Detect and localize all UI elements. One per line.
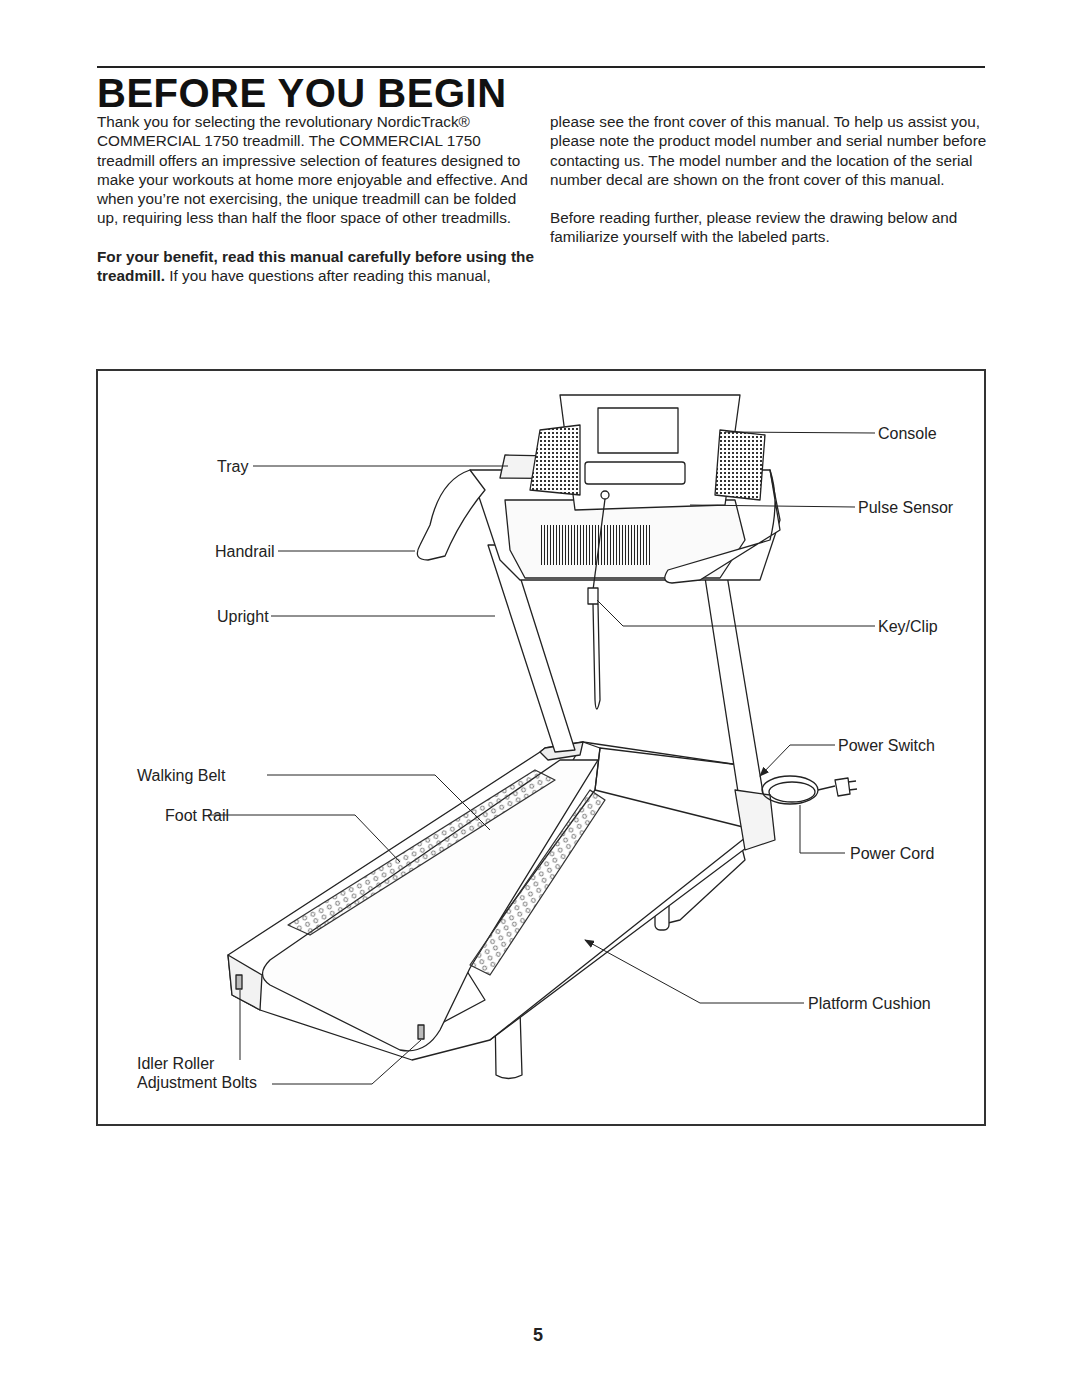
leader-lines	[208, 432, 875, 1084]
part-label: Foot Rail	[165, 806, 229, 825]
treadmill-drawing	[228, 395, 857, 1079]
part-label: Power Cord	[850, 844, 934, 863]
paragraph-text: Before reading further, please review th…	[550, 209, 957, 245]
part-label: Handrail	[215, 542, 275, 561]
paragraph: Thank you for selecting the revolutionar…	[97, 112, 534, 228]
page-title: BEFORE YOU BEGIN	[97, 72, 507, 114]
part-label: Upright	[217, 607, 269, 626]
page-number: 5	[533, 1326, 543, 1345]
part-label: Pulse Sensor	[858, 498, 953, 517]
part-label: Idler Roller Adjustment Bolts	[137, 1054, 272, 1092]
part-label: Walking Belt	[137, 766, 225, 785]
paragraph-text: Thank you for selecting the revolutionar…	[97, 113, 528, 226]
part-label: Platform Cushion	[808, 994, 931, 1013]
part-label: Tray	[217, 457, 248, 476]
figure-frame	[97, 370, 985, 1125]
paragraph: Before reading further, please review th…	[550, 208, 987, 247]
part-label: Power Switch	[838, 736, 935, 755]
title-rule	[97, 66, 985, 68]
part-label: Key/Clip	[878, 617, 938, 636]
intro-text: Thank you for selecting the revolutionar…	[97, 112, 987, 285]
part-label: Console	[878, 424, 937, 443]
